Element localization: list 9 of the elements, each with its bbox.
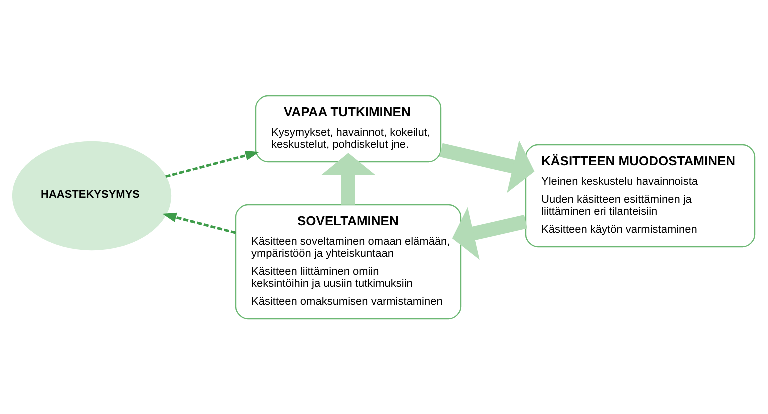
node-ellipse: HAASTEKYSYMYS bbox=[12, 140, 172, 250]
arrow bbox=[321, 152, 376, 204]
arrow bbox=[166, 150, 260, 178]
node-box: KÄSITTEEN MUODOSTAMINEN Yleinen keskustelu havainnoista Uuden käsitteen esittäminen ja liittäminen eri tilanteisiin Käsitteen käytön varmistaminen bbox=[525, 144, 756, 248]
node-box: SOVELTAMINEN Käsitteen soveltaminen omaan elämään, ympäristöön ja yhteiskuntaan Käsitteen liittäminen omiin keksintöihin ja uusiin tutkimuksiin Käsitteen omaksumisen varmistaminen bbox=[235, 204, 462, 320]
arrow bbox=[440, 140, 535, 193]
arrow bbox=[452, 206, 528, 260]
node-box: VAPAA TUTKIMINEN Kysymykset, havainnot, kokeilut, keskustelut, pohdiskelut jne. bbox=[255, 94, 442, 162]
arrow bbox=[162, 212, 236, 234]
